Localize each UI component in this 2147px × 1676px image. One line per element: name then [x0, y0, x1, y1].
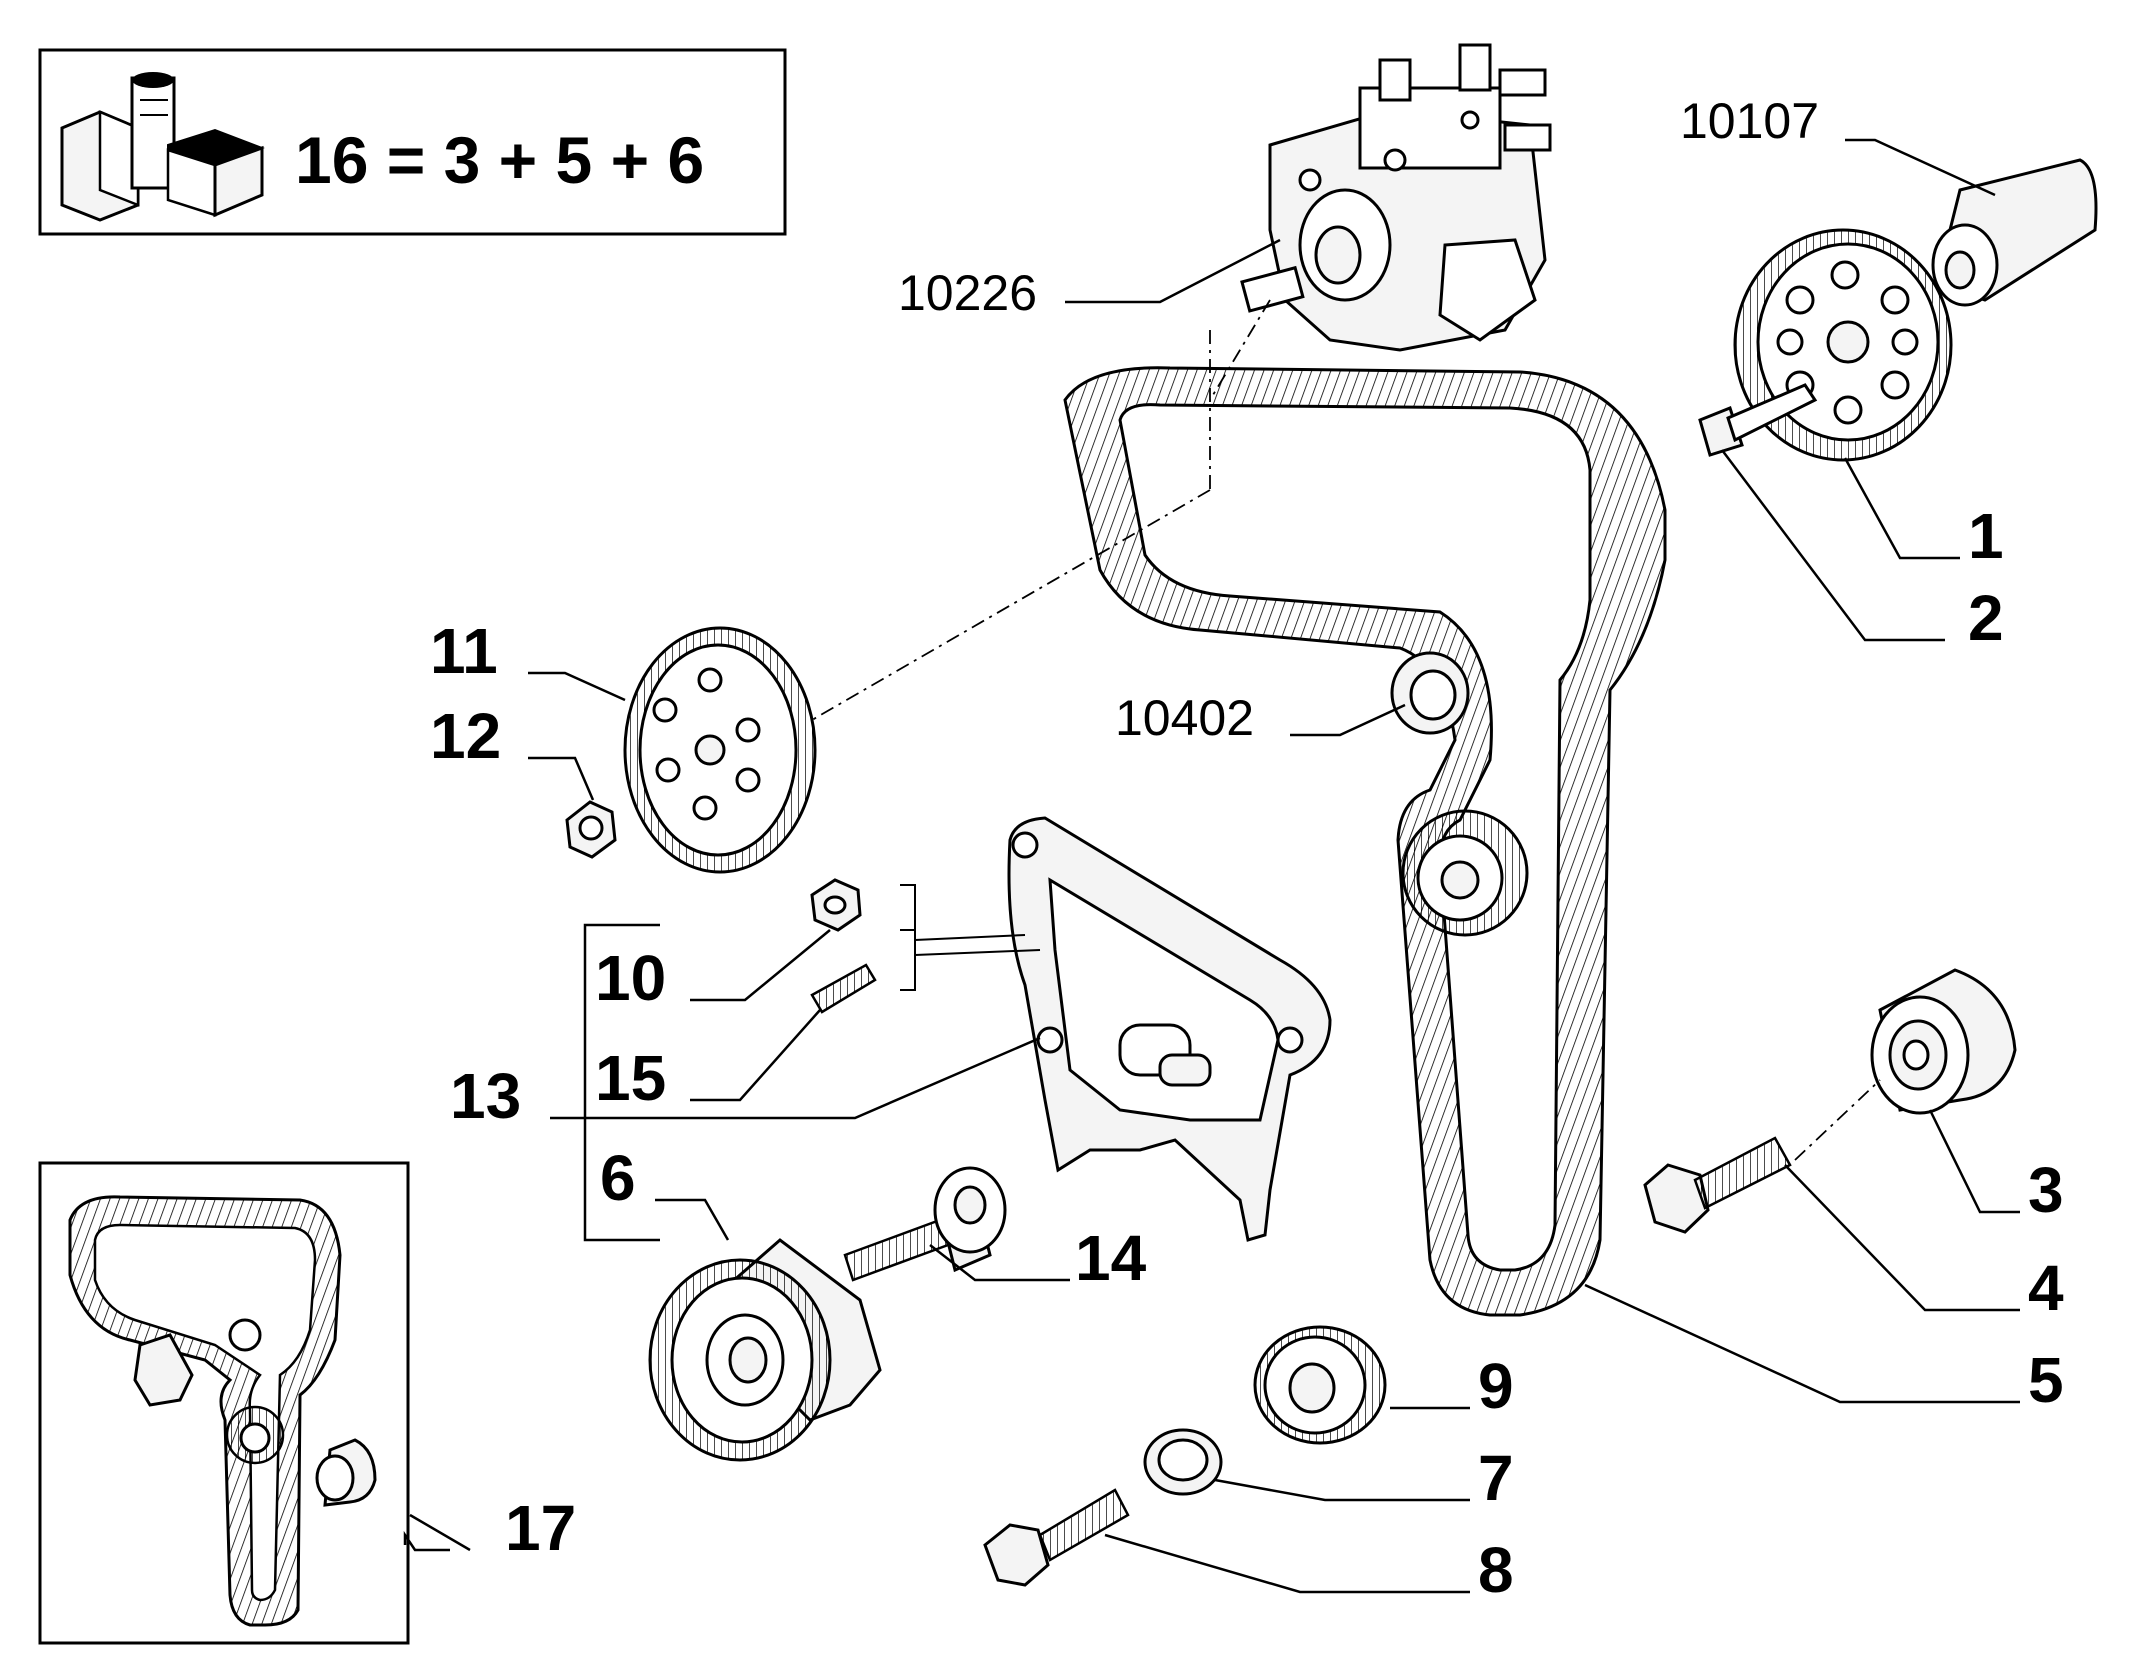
kit-formula: 16 = 3 + 5 + 6 [295, 123, 704, 197]
callout-5: 5 [2028, 1344, 2064, 1416]
pump-gear-11 [623, 626, 817, 874]
ref-10226: 10226 [898, 265, 1037, 321]
bolt-8 [983, 1488, 1130, 1587]
callout-17: 17 [505, 1492, 576, 1564]
timing-belt-main [1063, 366, 1667, 1317]
callout-8: 8 [1478, 1534, 1514, 1606]
callout-15: 15 [595, 1042, 666, 1114]
belt-idler-10402 [1390, 651, 1470, 735]
injection-pump-10226 [1240, 43, 1552, 352]
callout-10: 10 [595, 942, 666, 1014]
ref-10107: 10107 [1680, 93, 1819, 149]
idler-roller-3 [1870, 968, 2017, 1115]
shaft-14 [843, 1166, 1007, 1282]
camshaft-10107 [1931, 158, 2098, 307]
spacer-ring-7 [1143, 1428, 1223, 1496]
ref-10402: 10402 [1115, 690, 1254, 746]
kit-box: 16 = 3 + 5 + 6 [38, 48, 787, 236]
callout-13: 13 [450, 1060, 521, 1132]
center-lines [811, 299, 1881, 1161]
nut-10 [810, 878, 862, 932]
leader-lines [403, 138, 2020, 1594]
belt-tensioner-pulley [1401, 809, 1529, 937]
camshaft-gear-1 [1733, 228, 1953, 462]
callout-6: 6 [600, 1142, 636, 1214]
callout-12: 12 [430, 700, 501, 772]
stud-15 [810, 963, 877, 1014]
callout-11: 11 [430, 615, 498, 687]
bracket-13 [1007, 816, 1332, 1242]
pulley-9 [1253, 1325, 1387, 1445]
callout-9: 9 [1478, 1350, 1514, 1422]
inset-box-17 [38, 1161, 410, 1645]
bolt-4 [1643, 1136, 1792, 1234]
callout-3: 3 [2028, 1154, 2064, 1226]
callout-14: 14 [1075, 1222, 1147, 1294]
callout-7: 7 [1478, 1442, 1514, 1514]
nut-12 [565, 800, 617, 859]
kit-package-icon [60, 72, 265, 222]
bolt-2 [1698, 383, 1818, 457]
callout-1: 1 [1968, 500, 2004, 572]
tensioner-6 [648, 1238, 882, 1462]
callout-2: 2 [1968, 582, 2004, 654]
callout-4: 4 [2028, 1252, 2064, 1324]
